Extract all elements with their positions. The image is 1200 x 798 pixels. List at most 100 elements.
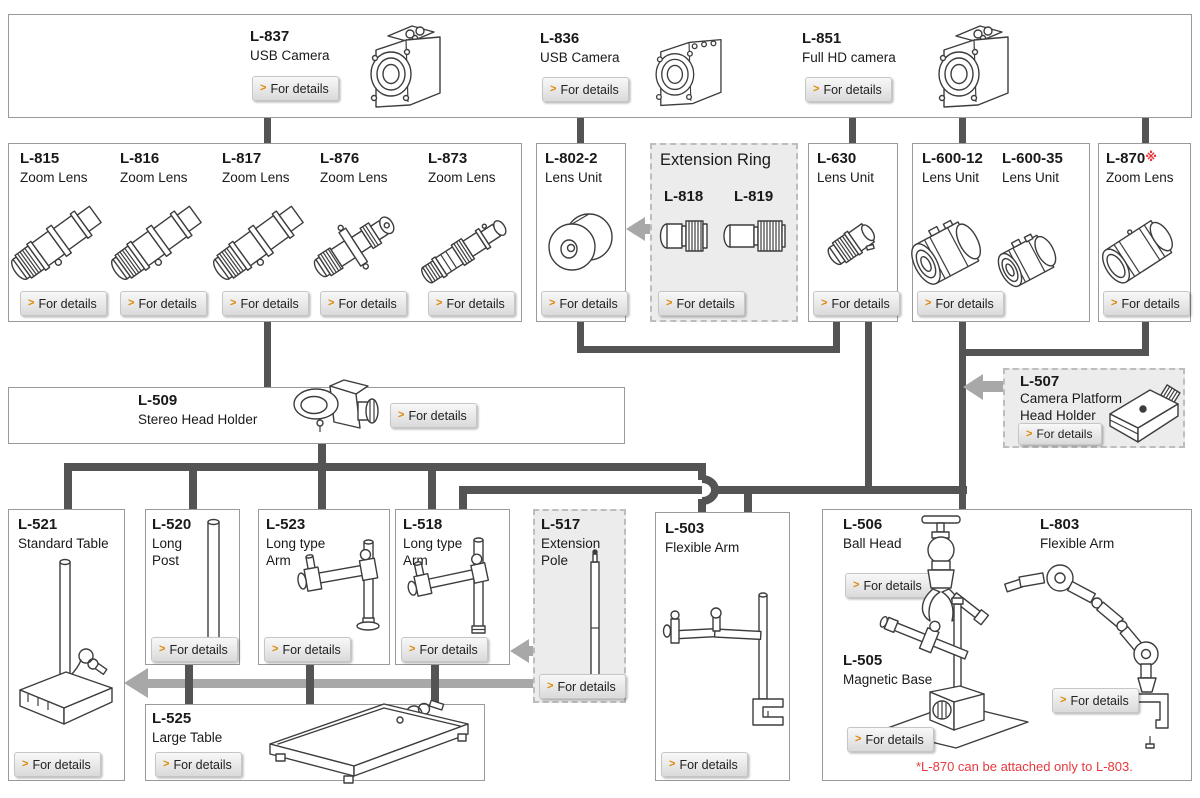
l837-camera-illustration	[370, 25, 441, 108]
l837-code: L-837	[250, 28, 290, 45]
l851-code: L-851	[802, 30, 842, 47]
connector	[865, 321, 872, 493]
l803-code: L-803	[1040, 516, 1080, 533]
l870-illustration	[1101, 219, 1173, 284]
l523-code: L-523	[266, 516, 306, 533]
l505-name: Magnetic Base	[843, 672, 933, 687]
l521-name: Standard Table	[18, 536, 109, 551]
l851-details-button[interactable]: > For details	[805, 77, 892, 102]
l600-12-name: Lens Unit	[922, 170, 980, 185]
l851-name: Full HD camera	[802, 50, 896, 65]
l873-details-button[interactable]: > For details	[428, 291, 515, 316]
l600-35-name: Lens Unit	[1002, 170, 1060, 185]
l870-details-button[interactable]: > For details	[1103, 291, 1190, 316]
connector	[459, 486, 467, 509]
l816-code: L-816	[120, 150, 160, 167]
l521-details-button[interactable]: > For details	[14, 752, 101, 777]
connector	[318, 444, 326, 509]
chevron-right-icon: >	[853, 579, 860, 591]
l518-details-button[interactable]: > For details	[401, 637, 488, 662]
button-label: For details	[32, 757, 91, 772]
chevron-right-icon: >	[272, 643, 279, 655]
arrow-left-icon	[124, 668, 148, 698]
l815-illustration	[11, 205, 102, 280]
button-label: For details	[865, 732, 924, 747]
l503-details-button[interactable]: > For details	[661, 752, 748, 777]
l803-name: Flexible Arm	[1040, 536, 1115, 551]
chevron-right-icon: >	[547, 680, 554, 692]
connector	[959, 321, 966, 509]
l836-code: L-836	[540, 30, 580, 47]
chevron-right-icon: >	[28, 297, 35, 309]
l816-details-button[interactable]: > For details	[120, 291, 207, 316]
l802-name: Lens Unit	[545, 170, 603, 185]
l803-illustration	[1004, 564, 1169, 749]
l600-details-button[interactable]: > For details	[917, 291, 1004, 316]
l837-details-button[interactable]: > For details	[252, 76, 339, 101]
chevron-right-icon: >	[128, 297, 135, 309]
l818-illustration	[659, 220, 708, 252]
l836-camera-illustration	[655, 38, 722, 107]
button-label: For details	[560, 82, 619, 97]
l517-code: L-517	[541, 516, 581, 533]
connector	[577, 321, 584, 353]
l509-details-button[interactable]: > For details	[390, 403, 477, 428]
chevron-right-icon: >	[230, 297, 237, 309]
chevron-right-icon: >	[666, 297, 673, 309]
chevron-right-icon: >	[550, 83, 557, 95]
l870-footnote: *L-870 can be attached only to L-803.	[916, 759, 1133, 774]
button-label: For details	[1070, 693, 1129, 708]
l851-camera-illustration	[938, 25, 1009, 108]
l523-details-button[interactable]: > For details	[264, 637, 351, 662]
l802-code: L-802-2	[545, 150, 598, 167]
l525-code: L-525	[152, 710, 192, 727]
connector	[833, 321, 840, 353]
l817-details-button[interactable]: > For details	[222, 291, 309, 316]
l520-details-button[interactable]: > For details	[151, 637, 238, 662]
l503-name: Flexible Arm	[665, 540, 740, 555]
button-label: For details	[270, 81, 329, 96]
l509-illustration	[293, 379, 379, 432]
l803-details-button[interactable]: > For details	[1052, 688, 1139, 713]
line-jump-icon	[701, 475, 719, 505]
l518-code: L-518	[403, 516, 443, 533]
connector	[264, 118, 271, 144]
l503-illustration	[662, 592, 784, 726]
button-label: For details	[408, 408, 467, 423]
chevron-right-icon: >	[1060, 694, 1067, 706]
l507-details-button[interactable]: > For details	[1018, 423, 1103, 445]
l525-details-button[interactable]: > For details	[155, 752, 242, 777]
l837-name: USB Camera	[250, 48, 330, 63]
l815-details-button[interactable]: > For details	[20, 291, 107, 316]
extension-ring-details-button[interactable]: > For details	[658, 291, 745, 316]
l630-details-button[interactable]: > For details	[813, 291, 900, 316]
l523-illustration	[297, 539, 380, 631]
l503-code: L-503	[665, 520, 705, 537]
connector-to-l521	[146, 679, 533, 688]
chevron-right-icon: >	[549, 297, 556, 309]
button-label: For details	[557, 679, 616, 694]
l817-code: L-817	[222, 150, 262, 167]
l507-code: L-507	[1020, 373, 1060, 390]
connector	[959, 118, 966, 144]
l505-code: L-505	[843, 652, 883, 669]
l817-name: Zoom Lens	[222, 170, 290, 185]
connector	[185, 662, 193, 704]
l506-details-button[interactable]: > For details	[845, 573, 932, 598]
l517-details-button[interactable]: > For details	[539, 674, 626, 699]
l802-illustration	[548, 213, 613, 271]
button-label: For details	[676, 296, 735, 311]
l876-details-button[interactable]: > For details	[320, 291, 407, 316]
l505-details-button[interactable]: > For details	[847, 727, 934, 752]
l836-details-button[interactable]: > For details	[542, 77, 629, 102]
button-label: For details	[240, 296, 299, 311]
l819-code: L-819	[734, 188, 774, 205]
l506-name: Ball Head	[843, 536, 902, 551]
l876-illustration	[313, 216, 395, 278]
l802-details-button[interactable]: > For details	[541, 291, 628, 316]
arrow-tail	[528, 646, 534, 656]
l521-code: L-521	[18, 516, 58, 533]
button-label: For details	[446, 296, 505, 311]
l509-code: L-509	[138, 392, 178, 409]
